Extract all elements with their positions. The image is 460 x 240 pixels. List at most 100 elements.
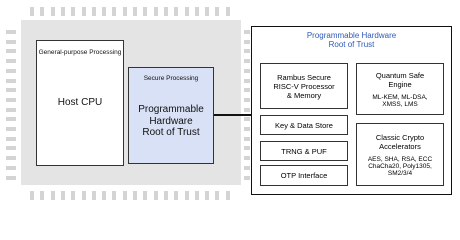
chip-pin	[6, 49, 16, 54]
secure-block-title: Programmable Hardware Root of Trust	[129, 104, 213, 139]
root-of-trust-title: Programmable Hardware Root of Trust	[252, 31, 451, 49]
quantum-algos-line-2: XMSS, LMS	[382, 100, 418, 108]
rot-title-line-1: Programmable Hardware	[306, 31, 397, 40]
chip-pin	[81, 191, 86, 200]
chip-pin	[6, 156, 16, 161]
quantum-line-1: Quantum Safe	[375, 70, 425, 80]
chip-pin	[153, 7, 158, 16]
chip-pin	[244, 59, 250, 64]
chip-pin	[244, 127, 250, 131]
chip-pin	[71, 191, 76, 200]
chip-pin	[81, 7, 86, 16]
otp-interface-label: OTP Interface	[280, 171, 328, 180]
chip-pin	[194, 7, 199, 16]
chip-pin	[6, 59, 16, 64]
trng-puf-block: TRNG & PUF	[260, 141, 348, 161]
chip-pin	[6, 78, 16, 83]
quantum-line-2: Engine	[388, 79, 412, 89]
classic-line-1: Classic Crypto	[375, 132, 425, 142]
chip-pin	[174, 7, 179, 16]
classic-crypto-block: Classic Crypto Accelerators AES, SHA, RS…	[356, 123, 444, 186]
chip-pin	[30, 7, 34, 16]
chip-pin	[30, 191, 34, 200]
chip-pin	[112, 191, 117, 200]
chip-pin	[6, 136, 16, 141]
chip-pin	[122, 191, 127, 200]
chip-pin	[244, 136, 250, 141]
host-cpu-title: Host CPU	[57, 97, 103, 108]
chip-pin	[6, 107, 16, 112]
chip-pin	[205, 7, 210, 16]
chip-pin	[244, 156, 250, 161]
chip-pin	[205, 191, 210, 200]
chip-pin	[244, 30, 250, 34]
chip-pin	[244, 175, 250, 180]
rot-title-line-2: Root of Trust	[328, 40, 375, 50]
chip-pin	[6, 146, 16, 151]
chip-pin	[133, 7, 137, 16]
trng-puf-label: TRNG & PUF	[281, 146, 327, 156]
chip-pin	[102, 191, 107, 200]
chip-pin	[215, 191, 220, 200]
chip-pin	[244, 78, 250, 83]
chip-pin	[244, 107, 250, 112]
chip-pin	[244, 117, 250, 122]
processor-line-3: & Memory	[286, 90, 322, 100]
secure-title-line-2: Hardware	[149, 115, 193, 127]
chip-pin	[153, 191, 158, 200]
chip-pin	[244, 39, 250, 44]
chip-pin	[244, 146, 250, 151]
chip-pin	[244, 165, 250, 170]
chip-pin	[50, 7, 55, 16]
chip-pin	[102, 7, 107, 16]
quantum-safe-engine-block: Quantum Safe Engine ML-KEM, ML-DSA, XMSS…	[356, 63, 444, 115]
classic-line-2: Accelerators	[379, 141, 421, 151]
chip-pin	[174, 191, 179, 200]
processor-line-1: Rambus Secure	[277, 72, 331, 82]
chip-pin	[194, 191, 199, 200]
classic-algos-line-2: ChaCha20, Poly1305,	[368, 162, 432, 170]
chip-pin	[225, 7, 230, 16]
classic-algos-line-1: AES, SHA, RSA, ECC	[367, 155, 433, 163]
connector-line	[214, 114, 258, 116]
processor-line-2: RISC-V Processor	[273, 81, 335, 91]
key-data-store-label: Key & Data Store	[275, 120, 333, 130]
chip-pin	[6, 68, 16, 73]
otp-interface-block: OTP Interface	[260, 165, 348, 186]
chip-pin	[40, 191, 45, 200]
key-data-store-block: Key & Data Store	[260, 115, 348, 135]
secure-processing-block: Secure Processing Programmable Hardware …	[128, 67, 214, 164]
chip-pin	[163, 7, 168, 16]
chip-pin	[225, 191, 230, 200]
chip-pin	[133, 191, 137, 200]
chip-pin	[143, 191, 148, 200]
secure-title-line-1: Programmable	[138, 104, 204, 115]
chip-pin	[60, 191, 65, 200]
quantum-algos-line-1: ML-KEM, ML-DSA,	[372, 93, 428, 101]
chip-pin	[60, 7, 65, 16]
chip-pin	[6, 39, 16, 44]
secure-title-line-3: Root of Trust	[142, 127, 200, 138]
classic-algos-line-3: SM2/3/4	[387, 169, 413, 177]
chip-pin	[71, 7, 76, 16]
chip-pin	[6, 117, 16, 122]
chip-pin	[244, 97, 250, 102]
chip-pin	[40, 7, 45, 16]
chip-pin	[244, 88, 250, 93]
chip-pin	[91, 7, 96, 16]
chip-pin	[6, 30, 16, 34]
chip-pin	[143, 7, 148, 16]
chip-pin	[6, 97, 16, 102]
chip-pin	[6, 165, 16, 170]
chip-pin	[122, 7, 127, 16]
chip-pin	[215, 7, 220, 16]
chip-pin	[6, 175, 16, 180]
chip-pin	[91, 191, 96, 200]
host-cpu-caption: General-purpose Processing	[38, 49, 122, 56]
chip-pin	[163, 191, 168, 200]
chip-pin	[50, 191, 55, 200]
chip-pin	[112, 7, 117, 16]
root-of-trust-panel: Programmable Hardware Root of Trust Ramb…	[251, 26, 452, 195]
host-cpu-block: General-purpose Processing Host CPU	[36, 40, 124, 166]
chip-pin	[244, 49, 250, 54]
